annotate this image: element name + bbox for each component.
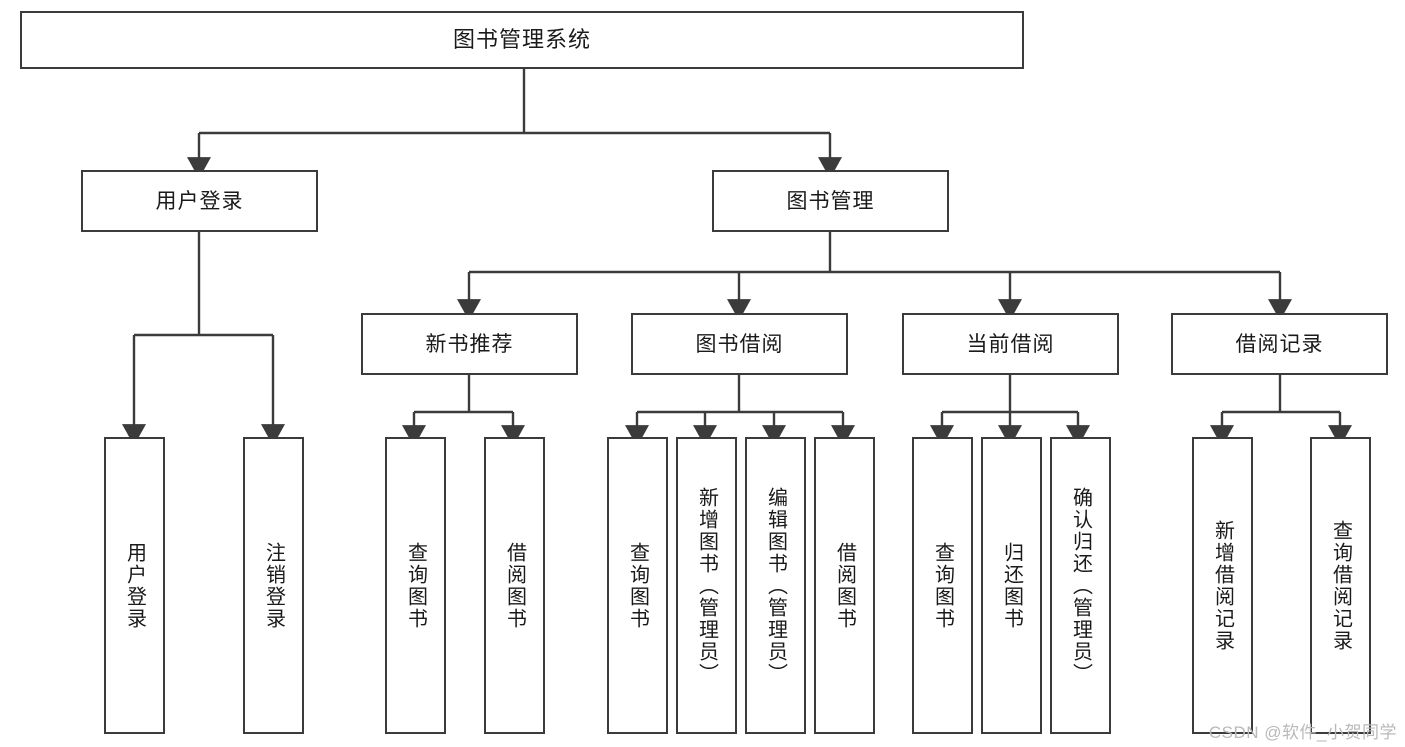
leaf-current-borrow-return-book[interactable]: 归还图书 xyxy=(981,437,1042,734)
node-book-borrow[interactable]: 图书借阅 xyxy=(631,313,848,375)
node-label: 图书管理系统 xyxy=(452,27,591,52)
node-label: 借阅图书 xyxy=(833,541,856,630)
node-label: 查询图书 xyxy=(404,541,427,630)
leaf-current-borrow-confirm-return-admin[interactable]: 确认归还（管理员） xyxy=(1050,437,1111,734)
node-book-management[interactable]: 图书管理 xyxy=(712,170,949,232)
node-label: 借阅图书 xyxy=(503,541,526,630)
leaf-book-borrow-query-book[interactable]: 查询图书 xyxy=(607,437,668,734)
leaf-new-book-query-book[interactable]: 查询图书 xyxy=(385,437,446,734)
leaf-borrow-record-add-record[interactable]: 新增借阅记录 xyxy=(1192,437,1253,734)
node-label: 查询图书 xyxy=(626,541,649,630)
node-label: 注销登录 xyxy=(262,541,285,630)
node-label: 用户登录 xyxy=(123,541,146,630)
leaf-book-borrow-edit-book-admin[interactable]: 编辑图书（管理员） xyxy=(745,437,806,734)
leaf-new-book-borrow-book[interactable]: 借阅图书 xyxy=(484,437,545,734)
node-label: 新增借阅记录 xyxy=(1211,519,1234,652)
node-borrow-record[interactable]: 借阅记录 xyxy=(1171,313,1388,375)
node-current-borrow[interactable]: 当前借阅 xyxy=(902,313,1119,375)
leaf-book-borrow-borrow-book[interactable]: 借阅图书 xyxy=(814,437,875,734)
node-new-book-recommend[interactable]: 新书推荐 xyxy=(361,313,578,375)
leaf-current-borrow-query-book[interactable]: 查询图书 xyxy=(912,437,973,734)
node-label: 用户登录 xyxy=(155,189,244,213)
leaf-borrow-record-query-record[interactable]: 查询借阅记录 xyxy=(1310,437,1371,734)
leaf-user-login-logout[interactable]: 注销登录 xyxy=(243,437,304,734)
node-label: 图书借阅 xyxy=(695,332,784,356)
node-label: 编辑图书（管理员） xyxy=(764,486,787,685)
watermark-text: CSDN @软件_小贺同学 xyxy=(1208,723,1397,742)
node-label: 归还图书 xyxy=(1000,541,1023,630)
node-label: 图书管理 xyxy=(786,189,875,213)
leaf-book-borrow-add-book-admin[interactable]: 新增图书（管理员） xyxy=(676,437,737,734)
node-root-book-management-system[interactable]: 图书管理系统 xyxy=(20,11,1024,69)
node-user-login[interactable]: 用户登录 xyxy=(81,170,318,232)
node-label: 查询图书 xyxy=(931,541,954,630)
node-label: 确认归还（管理员） xyxy=(1069,486,1092,685)
node-label: 新增图书（管理员） xyxy=(695,486,718,685)
leaf-user-login-login[interactable]: 用户登录 xyxy=(104,437,165,734)
node-label: 新书推荐 xyxy=(425,332,514,356)
node-label: 查询借阅记录 xyxy=(1329,519,1352,652)
node-label: 借阅记录 xyxy=(1235,332,1324,356)
node-label: 当前借阅 xyxy=(966,332,1055,356)
